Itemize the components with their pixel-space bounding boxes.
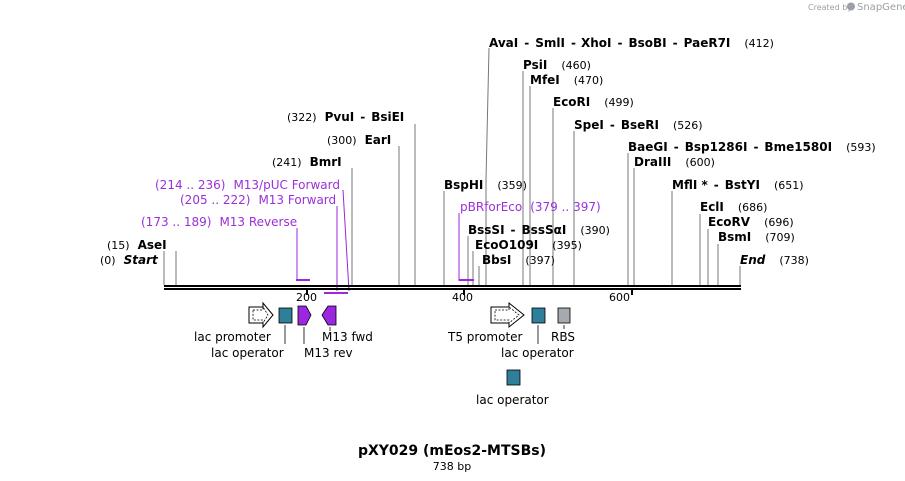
m13-rev-arrow-icon — [297, 305, 312, 326]
tick-label-400: 400 — [452, 291, 473, 304]
tick-600 — [631, 290, 633, 295]
site-label-eari: (300)EarI — [327, 133, 391, 147]
snapgene-brand-text: SnapGene — [857, 2, 905, 13]
created-by-text: Created by — [808, 3, 852, 12]
tick-200 — [306, 290, 308, 295]
site-label-bsphi: BspHI(359) — [444, 178, 527, 192]
site-label-draiii: DraIII(600) — [634, 155, 715, 169]
snapgene-logo-icon — [847, 2, 855, 11]
primer-label-m13fwd: (205 .. 222)M13 Forward — [180, 193, 336, 207]
primer-bar-m13rev — [296, 279, 310, 281]
site-leader-lines — [163, 47, 741, 285]
site-label-bssi: BssSI-BssSαI(390) — [468, 223, 610, 237]
primer-label-m13puc: (214 .. 236)M13/pUC Forward — [155, 178, 340, 192]
feature-label-lac-operator-2: lac operator — [501, 346, 574, 360]
t5-promoter-glyph — [490, 301, 525, 329]
leader-avai — [485, 47, 490, 285]
site-label-ecli: EclI(686) — [700, 200, 767, 214]
feature-label-t5-promoter: T5 promoter — [447, 330, 523, 344]
site-label-eco109: EcoO109I(395) — [475, 238, 582, 252]
feature-label-lac-operator-3: lac operator — [476, 393, 549, 407]
site-label-ecorv: EcoRV(696) — [708, 215, 794, 229]
site-label-start: (0)Start — [100, 253, 159, 267]
feature-label-lac-promoter: lac promoter — [194, 330, 271, 344]
site-label-pvui: (322)PvuI-BsiEI — [287, 110, 404, 124]
feature-label-lac-operator-1: lac operator — [211, 346, 284, 360]
tick-label-600: 600 — [609, 291, 630, 304]
lac-operator-2-glyph — [531, 307, 546, 324]
primer-label-m13rev: (173 .. 189)M13 Reverse — [141, 215, 297, 229]
site-label-avai: AvaI-SmlI-XhoI-BsoBI-PaeR7I(412) — [489, 36, 774, 50]
site-label-psii: PsiI(460) — [523, 58, 591, 72]
primer-bar-pbr — [459, 279, 474, 281]
m13-fwd-arrow-icon — [321, 305, 337, 326]
site-label-mfli: MflI *-BstYI(651) — [672, 178, 804, 192]
site-label-spei: SpeI-BseRI(526) — [574, 118, 703, 132]
lac-promoter-1-glyph — [248, 301, 274, 329]
map-title: pXY029 (mEos2-MTSBs) — [358, 443, 546, 459]
site-label-bbsi: BbsI(397) — [482, 253, 555, 267]
primer-leader-m13puc — [342, 189, 350, 292]
site-label-asei: (15)AseI — [107, 238, 167, 252]
lac-operator-1-glyph — [278, 307, 293, 324]
site-label-end: End(738) — [740, 253, 809, 267]
rbs-glyph — [557, 307, 571, 324]
dna-backbone — [164, 285, 741, 295]
map-length: 738 bp — [433, 460, 471, 473]
feature-connectors — [284, 325, 565, 344]
primer-label-pbr: pBRforEco(379 .. 397) — [460, 200, 601, 214]
primer-bars — [296, 279, 474, 294]
site-label-bmri: (241)BmrI — [272, 155, 342, 169]
site-label-mfei: MfeI(470) — [530, 73, 603, 87]
tick-400 — [463, 290, 465, 295]
site-label-ecori: EcoRI(499) — [553, 95, 634, 109]
site-label-baegi: BaeGI-Bsp1286I-Bme1580I(593) — [628, 140, 876, 154]
lac-operator-3-glyph — [506, 369, 521, 386]
feature-label-m13-fwd: M13 fwd — [322, 330, 373, 344]
primer-leader-lines — [296, 189, 460, 292]
feature-label-rbs: RBS — [551, 330, 575, 344]
tick-label-200: 200 — [296, 291, 317, 304]
feature-label-m13-rev: M13 rev — [304, 346, 353, 360]
primer-bar-m13fwd — [324, 292, 348, 294]
site-label-bsmi: BsmI(709) — [718, 230, 795, 244]
